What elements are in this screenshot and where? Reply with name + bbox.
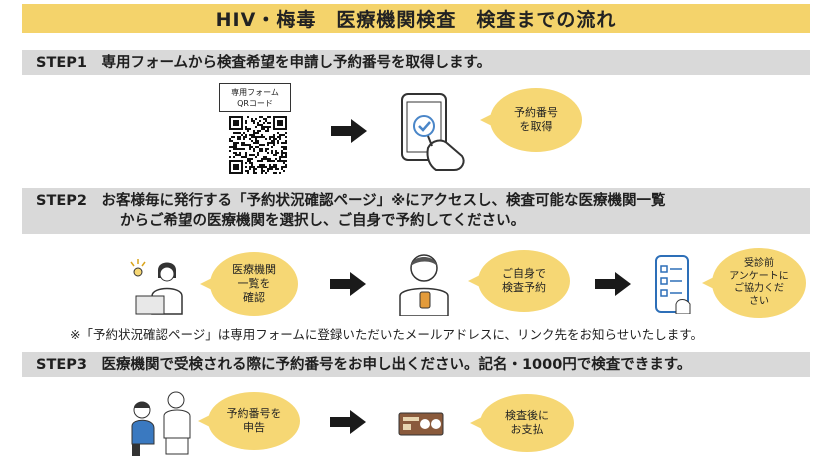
bubble-payment-text: 検査後に お支払 bbox=[505, 409, 549, 436]
bubble-survey: 受診前 アンケートに ご協力くだ さい bbox=[702, 248, 806, 318]
step3-heading-text: STEP3 医療機関で受検される際に予約番号をお申し出ください。記名・1000円… bbox=[36, 356, 692, 373]
qr-code-icon[interactable] bbox=[229, 116, 287, 174]
person-laptop-icon bbox=[130, 259, 183, 315]
phone-checklist-icon bbox=[655, 255, 691, 314]
doctor-consultation-icon bbox=[131, 391, 191, 456]
step2-heading-line1: STEP2 お客様毎に発行する「予約状況確認ページ」※にアクセスし、検査可能な医… bbox=[36, 193, 666, 209]
bubble-confirm-list: 医療機関 一覧を 確認 bbox=[200, 252, 298, 316]
bubble-get-number: 予約番号 を取得 bbox=[480, 88, 582, 152]
bubble-tail bbox=[468, 274, 482, 288]
step1-heading: STEP1 専用フォームから検査希望を申請し予約番号を取得します。 bbox=[22, 50, 810, 75]
bubble-tail bbox=[198, 414, 212, 428]
step2-heading: STEP2 お客様毎に発行する「予約状況確認ページ」※にアクセスし、検査可能な医… bbox=[22, 188, 810, 234]
bubble-declare-number-text: 予約番号を 申告 bbox=[226, 407, 282, 434]
qr-label: 専用フォーム QRコード bbox=[219, 83, 291, 112]
step2-note: ※「予約状況確認ページ」は専用フォームに登録いただいたメールアドレスに、リンク先… bbox=[70, 327, 703, 342]
bubble-tail bbox=[480, 113, 494, 127]
arrow-right-icon bbox=[330, 272, 366, 296]
step3-heading: STEP3 医療機関で受検される際に予約番号をお申し出ください。記名・1000円… bbox=[22, 352, 810, 377]
page-title: HIV・梅毒 医療機関検査 検査までの流れ bbox=[22, 4, 810, 33]
arrow-right-icon bbox=[330, 410, 366, 434]
bubble-tail bbox=[200, 277, 214, 291]
bubble-survey-text: 受診前 アンケートに ご協力くだ さい bbox=[729, 258, 789, 307]
bubble-self-reserve: ご自身で 検査予約 bbox=[468, 250, 570, 312]
bubble-get-number-text: 予約番号 を取得 bbox=[514, 106, 558, 133]
bubble-declare-number: 予約番号を 申告 bbox=[198, 392, 300, 450]
step1-heading-text: STEP1 専用フォームから検査希望を申請し予約番号を取得します。 bbox=[36, 54, 492, 71]
arrow-right-icon bbox=[331, 119, 367, 143]
bubble-payment: 検査後に お支払 bbox=[470, 394, 574, 452]
bubble-confirm-list-text: 医療機関 一覧を 確認 bbox=[232, 263, 276, 304]
bubble-tail bbox=[702, 276, 716, 290]
card-terminal-icon bbox=[398, 412, 444, 436]
smartphone-check-icon bbox=[401, 93, 465, 171]
step2-heading-line2: からご希望の医療機関を選択し、ご自身で予約してください。 bbox=[120, 213, 526, 229]
person-phone-icon bbox=[399, 254, 449, 316]
bubble-self-reserve-text: ご自身で 検査予約 bbox=[502, 267, 546, 294]
bubble-tail bbox=[470, 416, 484, 430]
arrow-right-icon bbox=[595, 272, 631, 296]
